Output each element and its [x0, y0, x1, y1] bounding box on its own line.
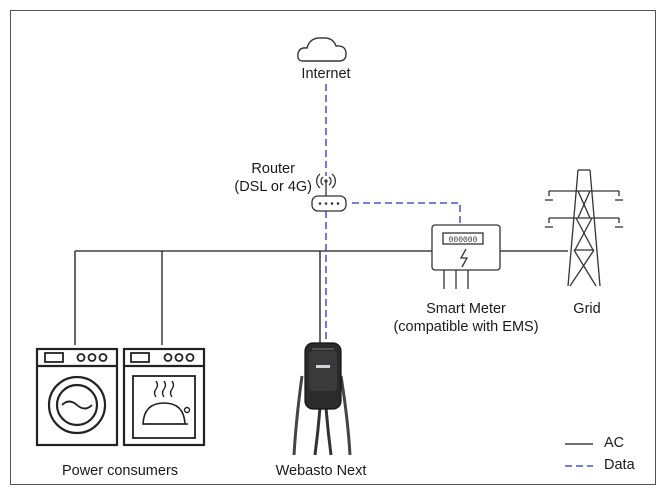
router-icon	[311, 173, 347, 212]
cloud-icon	[297, 37, 347, 62]
smart-meter-label: Smart Meter (compatible with EMS)	[393, 300, 538, 336]
wallbox-charger-icon	[292, 342, 352, 456]
legend	[565, 443, 593, 467]
router-signal-dot	[324, 179, 328, 183]
meter-display-digits: 000000	[449, 236, 478, 245]
smart-meter-icon	[431, 224, 501, 289]
grid-label: Grid	[573, 301, 601, 317]
router-label-line1: Router	[251, 161, 295, 177]
smart-meter-label-line2: (compatible with EMS)	[393, 319, 539, 335]
data-lines	[325, 84, 461, 345]
router-label: Router (DSL or 4G)	[234, 160, 312, 196]
legend-label-data: Data	[604, 457, 635, 473]
power-pylon-icon	[545, 169, 623, 287]
ac-lines	[74, 250, 568, 345]
webasto-next-label: Webasto Next	[275, 463, 367, 479]
legend-label-ac: AC	[604, 435, 625, 451]
internet-label: Internet	[301, 66, 351, 82]
diagram-frame	[10, 10, 656, 485]
oven-icon	[122, 347, 206, 447]
router-label-line2: (DSL or 4G)	[234, 179, 312, 195]
washing-machine-icon	[35, 347, 119, 447]
power-consumers-label: Power consumers	[61, 463, 179, 479]
smart-meter-label-line1: Smart Meter	[426, 301, 506, 317]
